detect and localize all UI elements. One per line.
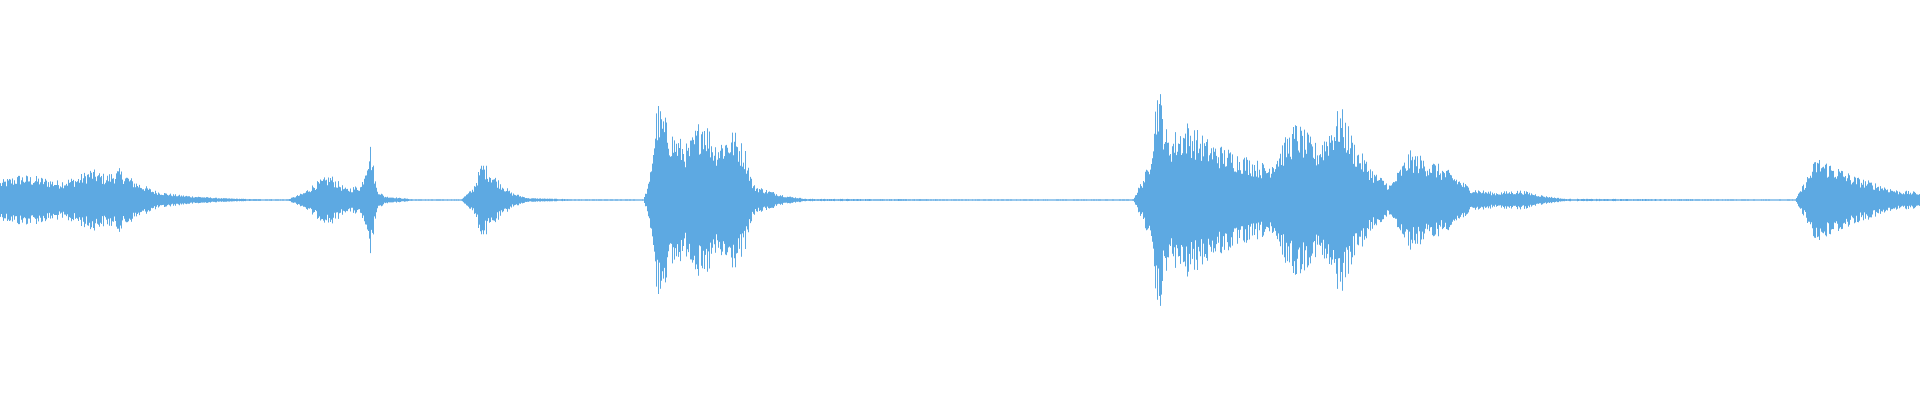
audio-waveform <box>0 94 1920 306</box>
audio-waveform-view <box>0 94 1920 306</box>
